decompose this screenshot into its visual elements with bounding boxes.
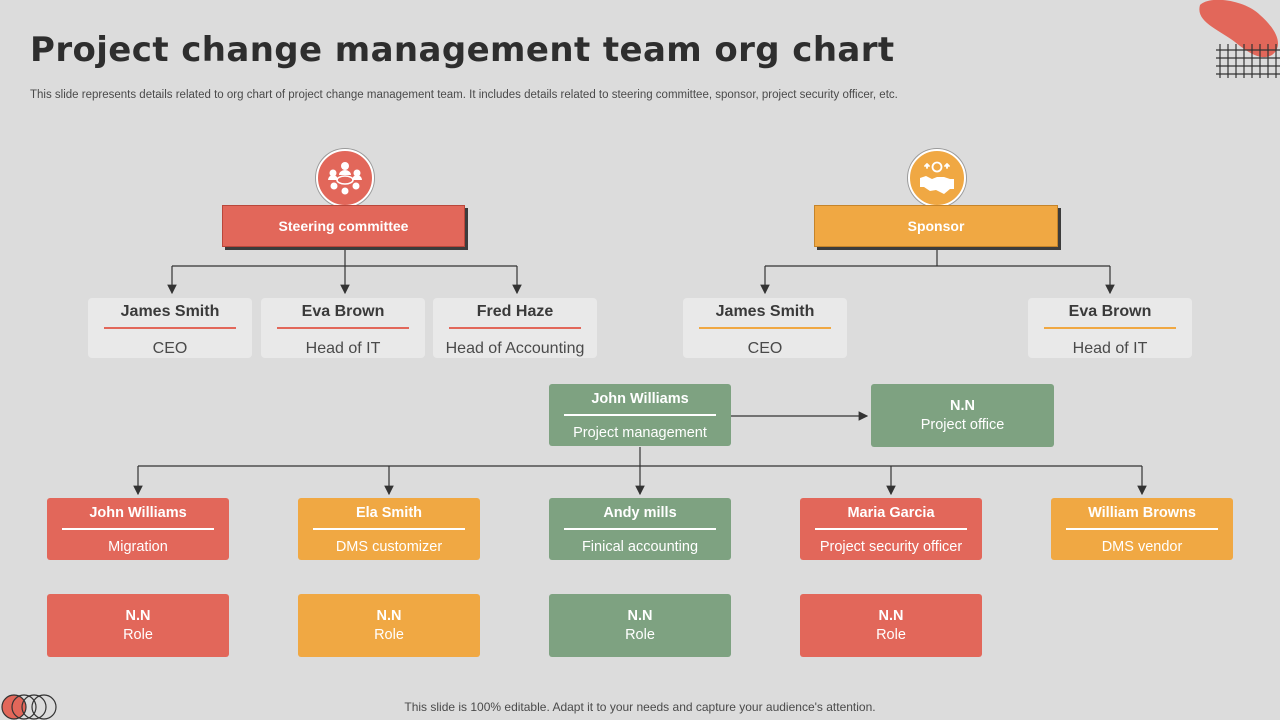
sponsor-header: Sponsor (814, 205, 1058, 247)
divider (104, 327, 236, 329)
sub-role-card: N.N Role (298, 594, 480, 657)
card-role: Project office (920, 416, 1005, 433)
member-name: James Smith (715, 303, 815, 320)
card-name: N.N (878, 608, 904, 624)
member-role: CEO (747, 340, 783, 357)
card-role: Project management (573, 424, 707, 441)
decorative-circles (1, 694, 57, 720)
member-role: Head of IT (1072, 340, 1148, 357)
sponsor-label: Sponsor (907, 218, 965, 234)
sub-role-card: N.N Role (47, 594, 229, 657)
card-name: John Williams (89, 505, 187, 521)
divider (815, 527, 967, 530)
card-role: Project security officer (819, 538, 963, 555)
divider (699, 327, 831, 329)
steering-member: Fred Haze Head of Accounting (433, 298, 597, 358)
steering-member: Eva Brown Head of IT (261, 298, 425, 358)
card-role: Role (123, 626, 153, 643)
page-title: Project change management team org chart (30, 30, 895, 70)
divider (1066, 527, 1218, 530)
sub-role-card: N.N Role (800, 594, 982, 657)
member-name: Fred Haze (476, 303, 554, 320)
sub-role-card: N.N Role (549, 594, 731, 657)
project-office-card: N.N Project office (871, 384, 1054, 447)
team-card: Maria Garcia Project security officer (800, 498, 982, 560)
divider (62, 527, 214, 530)
divider (564, 413, 716, 416)
member-name: Eva Brown (301, 303, 385, 320)
member-role: Head of IT (305, 340, 381, 357)
member-role: Head of Accounting (445, 340, 585, 357)
steering-member: James Smith CEO (88, 298, 252, 358)
sponsor-member: James Smith CEO (683, 298, 847, 358)
meeting-group-icon (316, 149, 374, 207)
decorative-scribble (1199, 0, 1280, 78)
member-role: CEO (152, 340, 188, 357)
card-name: N.N (627, 608, 653, 624)
team-card: John Williams Migration (47, 498, 229, 560)
card-name: Andy mills (603, 505, 677, 521)
card-name: Ela Smith (355, 505, 423, 521)
card-role: Role (876, 626, 906, 643)
card-role: DMS vendor (1101, 538, 1183, 555)
card-name: N.N (125, 608, 151, 624)
team-card: William Browns DMS vendor (1051, 498, 1233, 560)
divider (564, 527, 716, 530)
footer-note: This slide is 100% editable. Adapt it to… (404, 700, 876, 714)
steering-committee-label: Steering committee (278, 218, 409, 234)
card-role: Finical accounting (581, 538, 699, 555)
member-name: Eva Brown (1068, 303, 1152, 320)
card-role: Role (625, 626, 655, 643)
project-manager-card: John Williams Project management (549, 384, 731, 446)
card-name: John Williams (591, 391, 689, 407)
steering-committee-header: Steering committee (222, 205, 465, 247)
card-name: N.N (376, 608, 402, 624)
team-card: Ela Smith DMS customizer (298, 498, 480, 560)
divider (277, 327, 409, 329)
divider (1044, 327, 1176, 329)
divider (313, 527, 465, 530)
member-name: James Smith (120, 303, 220, 320)
page-subtitle: This slide represents details related to… (30, 89, 898, 101)
card-name: N.N (950, 398, 975, 414)
team-card: Andy mills Finical accounting (549, 498, 731, 560)
card-name: William Browns (1088, 505, 1196, 521)
card-role: DMS customizer (335, 538, 443, 555)
sponsor-member: Eva Brown Head of IT (1028, 298, 1192, 358)
card-role: Migration (108, 538, 168, 555)
card-name: Maria Garcia (847, 505, 935, 521)
handshake-icon (908, 149, 966, 207)
card-role: Role (374, 626, 404, 643)
divider (449, 327, 581, 329)
